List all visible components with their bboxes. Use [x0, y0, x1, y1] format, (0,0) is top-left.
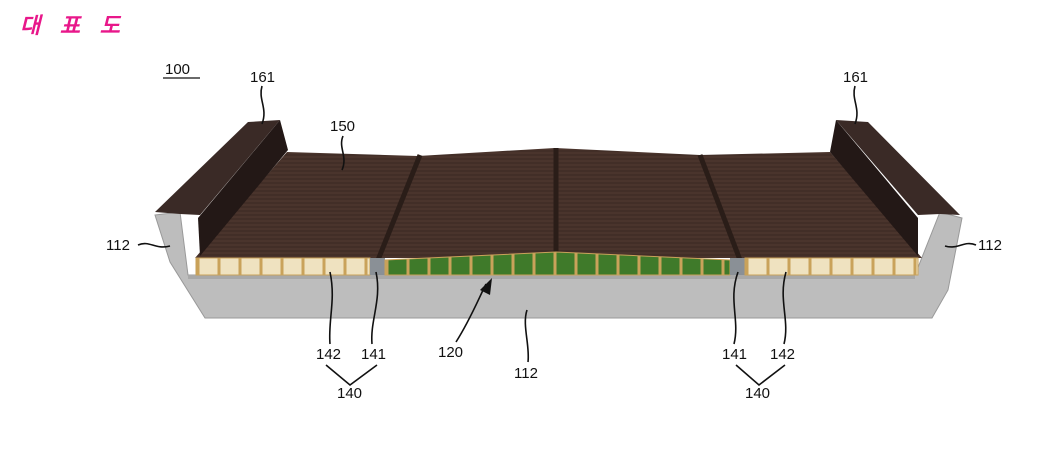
- label-120: 120: [438, 344, 463, 361]
- label-112-left: 112: [106, 237, 130, 254]
- label-142-left: 142: [316, 346, 341, 363]
- label-161-left: 161: [250, 69, 275, 86]
- label-150: 150: [330, 118, 355, 135]
- label-142-right: 142: [770, 346, 795, 363]
- label-112-right: 112: [978, 237, 1002, 254]
- label-141-right: 141: [722, 346, 747, 363]
- label-141-left: 141: [361, 346, 386, 363]
- ref-100: 100: [165, 61, 190, 78]
- joint-left: [370, 258, 385, 275]
- label-112-base: 112: [514, 365, 538, 382]
- label-161-right: 161: [843, 69, 868, 86]
- base-front-shadow: [188, 275, 915, 279]
- label-140-left: 140: [337, 385, 362, 402]
- label-140-right: 140: [745, 385, 770, 402]
